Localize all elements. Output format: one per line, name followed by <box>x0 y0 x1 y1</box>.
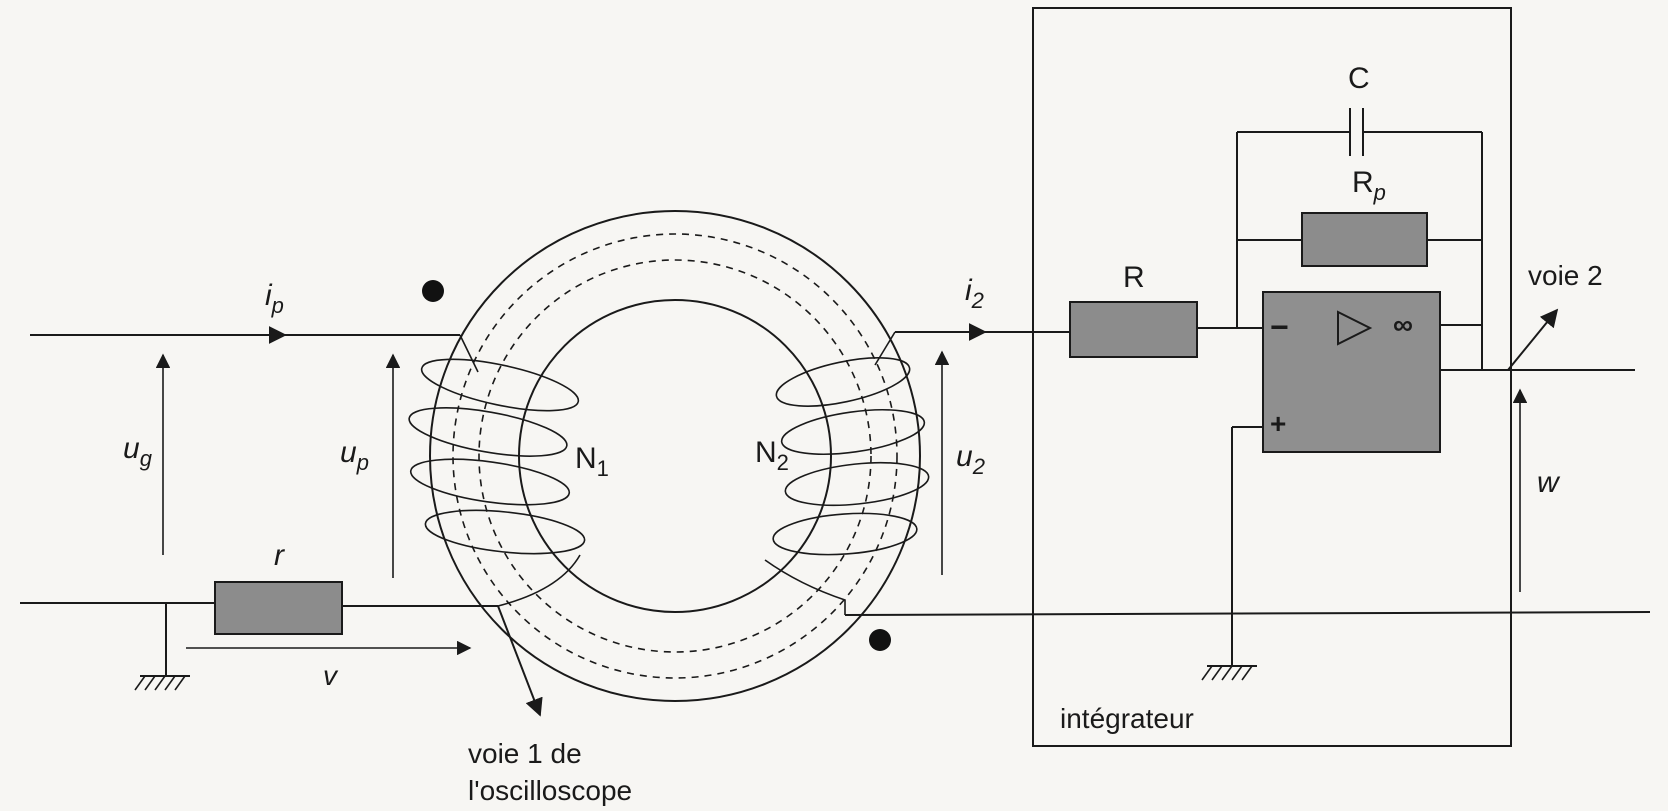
i2-label: i2 <box>965 274 984 313</box>
resistor-Rp <box>1301 212 1428 267</box>
ground-right-hatch <box>1201 665 1253 681</box>
N1-label: N1 <box>575 442 609 481</box>
opamp-plus-sign: + <box>1270 408 1286 439</box>
opamp-infinity-sign: ∞ <box>1393 309 1413 340</box>
ground-left-hatch <box>134 675 186 691</box>
opamp <box>1262 291 1441 453</box>
ip-label: ip <box>265 279 284 318</box>
toroid-outer <box>429 210 921 702</box>
secondary-bottom-wire <box>844 611 1651 616</box>
voie1-label-line1: voie 1 de <box>468 738 582 769</box>
integrator-box <box>1032 7 1512 747</box>
secondary-winding <box>764 331 930 615</box>
polarity-dot-primary <box>422 280 444 302</box>
r-label: r <box>274 539 285 572</box>
ug-label: ug <box>123 432 153 471</box>
u2-label: u2 <box>956 440 985 479</box>
C-label: C <box>1348 62 1370 95</box>
toroid-flux-path-outer <box>452 233 898 679</box>
toroid-flux-path-inner <box>478 259 872 653</box>
up-label: up <box>340 436 369 475</box>
voie2-arrow <box>1507 308 1559 371</box>
primary-winding <box>408 334 586 607</box>
polarity-dot-secondary <box>869 629 891 651</box>
Rp-label: Rp <box>1352 166 1386 205</box>
v-label: v <box>323 660 339 691</box>
opamp-minus-sign: − <box>1270 309 1289 345</box>
voie1-arrow <box>497 605 543 717</box>
resistor-r <box>214 581 343 635</box>
resistor-R <box>1069 301 1198 358</box>
integrateur-label: intégrateur <box>1060 703 1194 734</box>
R-label: R <box>1123 261 1145 294</box>
voie2-label: voie 2 <box>1528 260 1603 291</box>
opamp-triangle-icon <box>1337 310 1373 346</box>
voie1-label-line2: l'oscilloscope <box>468 775 632 806</box>
N2-label: N2 <box>755 436 789 475</box>
w-label: w <box>1537 466 1561 499</box>
